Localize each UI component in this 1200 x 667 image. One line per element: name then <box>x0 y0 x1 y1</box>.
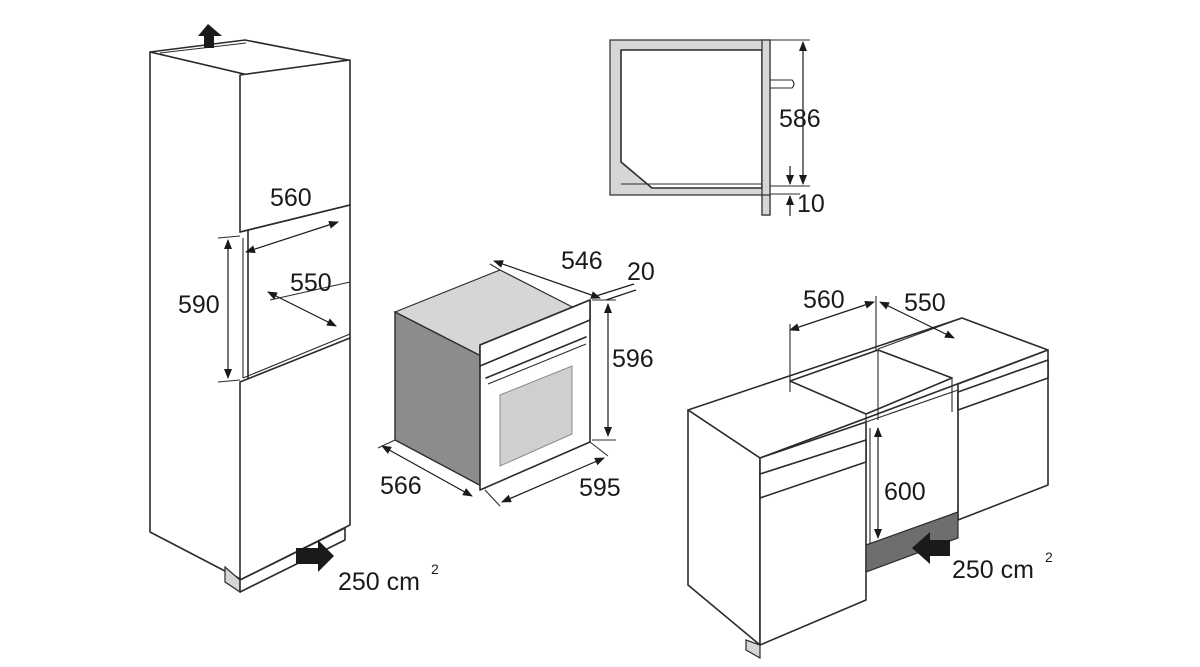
oven-width-label: 595 <box>579 474 621 502</box>
tall-unit-depth-label: 550 <box>290 269 332 297</box>
base-unit-vent-exponent: 2 <box>1045 549 1053 565</box>
tall-unit-lower-door <box>239 337 351 581</box>
oven-top-depth-dimension <box>493 260 601 299</box>
tall-unit-drawing: 560 550 590 250 cm 2 <box>149 24 439 596</box>
cavity-handle <box>770 79 795 89</box>
tall-unit-depth-dimension <box>267 291 337 327</box>
base-unit-width-label: 560 <box>803 286 845 314</box>
oven-height-label: 596 <box>612 345 654 373</box>
base-unit-drawing: 560 550 600 250 cm 2 <box>687 286 1053 660</box>
oven-drawing: 546 20 596 566 595 <box>377 247 655 507</box>
base-unit-vent-label: 250 cm <box>952 556 1034 584</box>
oven-door-label: 20 <box>627 258 655 286</box>
oven-control-panel <box>479 299 591 367</box>
base-unit-plinth-vent <box>865 511 959 573</box>
tall-unit-exhaust-arrow <box>198 24 222 48</box>
base-unit-height-label: 600 <box>884 478 926 506</box>
cavity-gap-label: 10 <box>797 190 825 218</box>
oven-side-depth-label: 566 <box>380 472 422 500</box>
base-unit-left-drawer <box>759 439 867 499</box>
base-unit-width-dimension <box>789 301 875 331</box>
base-unit-depth-label: 550 <box>904 289 946 317</box>
tall-unit-vent-label: 250 cm <box>338 568 420 596</box>
oven-door-glass <box>499 365 573 467</box>
oven-side-depth-dimension <box>381 445 473 497</box>
cavity-height-label: 586 <box>779 105 821 133</box>
cavity-detail-drawing: 586 10 <box>609 39 825 218</box>
oven-handle <box>485 336 587 379</box>
tall-unit-width-dimension <box>245 220 339 254</box>
base-unit-depth-dimension <box>879 301 955 339</box>
tall-unit-intake-arrow <box>296 540 334 572</box>
tall-unit-height-label: 590 <box>178 291 220 319</box>
oven-width-dimension <box>501 457 605 503</box>
base-unit-plinth-side <box>745 639 761 660</box>
oven-top-depth-label: 546 <box>561 247 603 275</box>
cavity-inner <box>620 49 763 189</box>
cavity-front-frame <box>761 39 771 216</box>
base-unit-intake-arrow <box>912 532 950 564</box>
tall-unit-vent-exponent: 2 <box>431 561 439 577</box>
oven-door-dimension <box>595 283 635 297</box>
tall-unit-width-label: 560 <box>270 184 312 212</box>
